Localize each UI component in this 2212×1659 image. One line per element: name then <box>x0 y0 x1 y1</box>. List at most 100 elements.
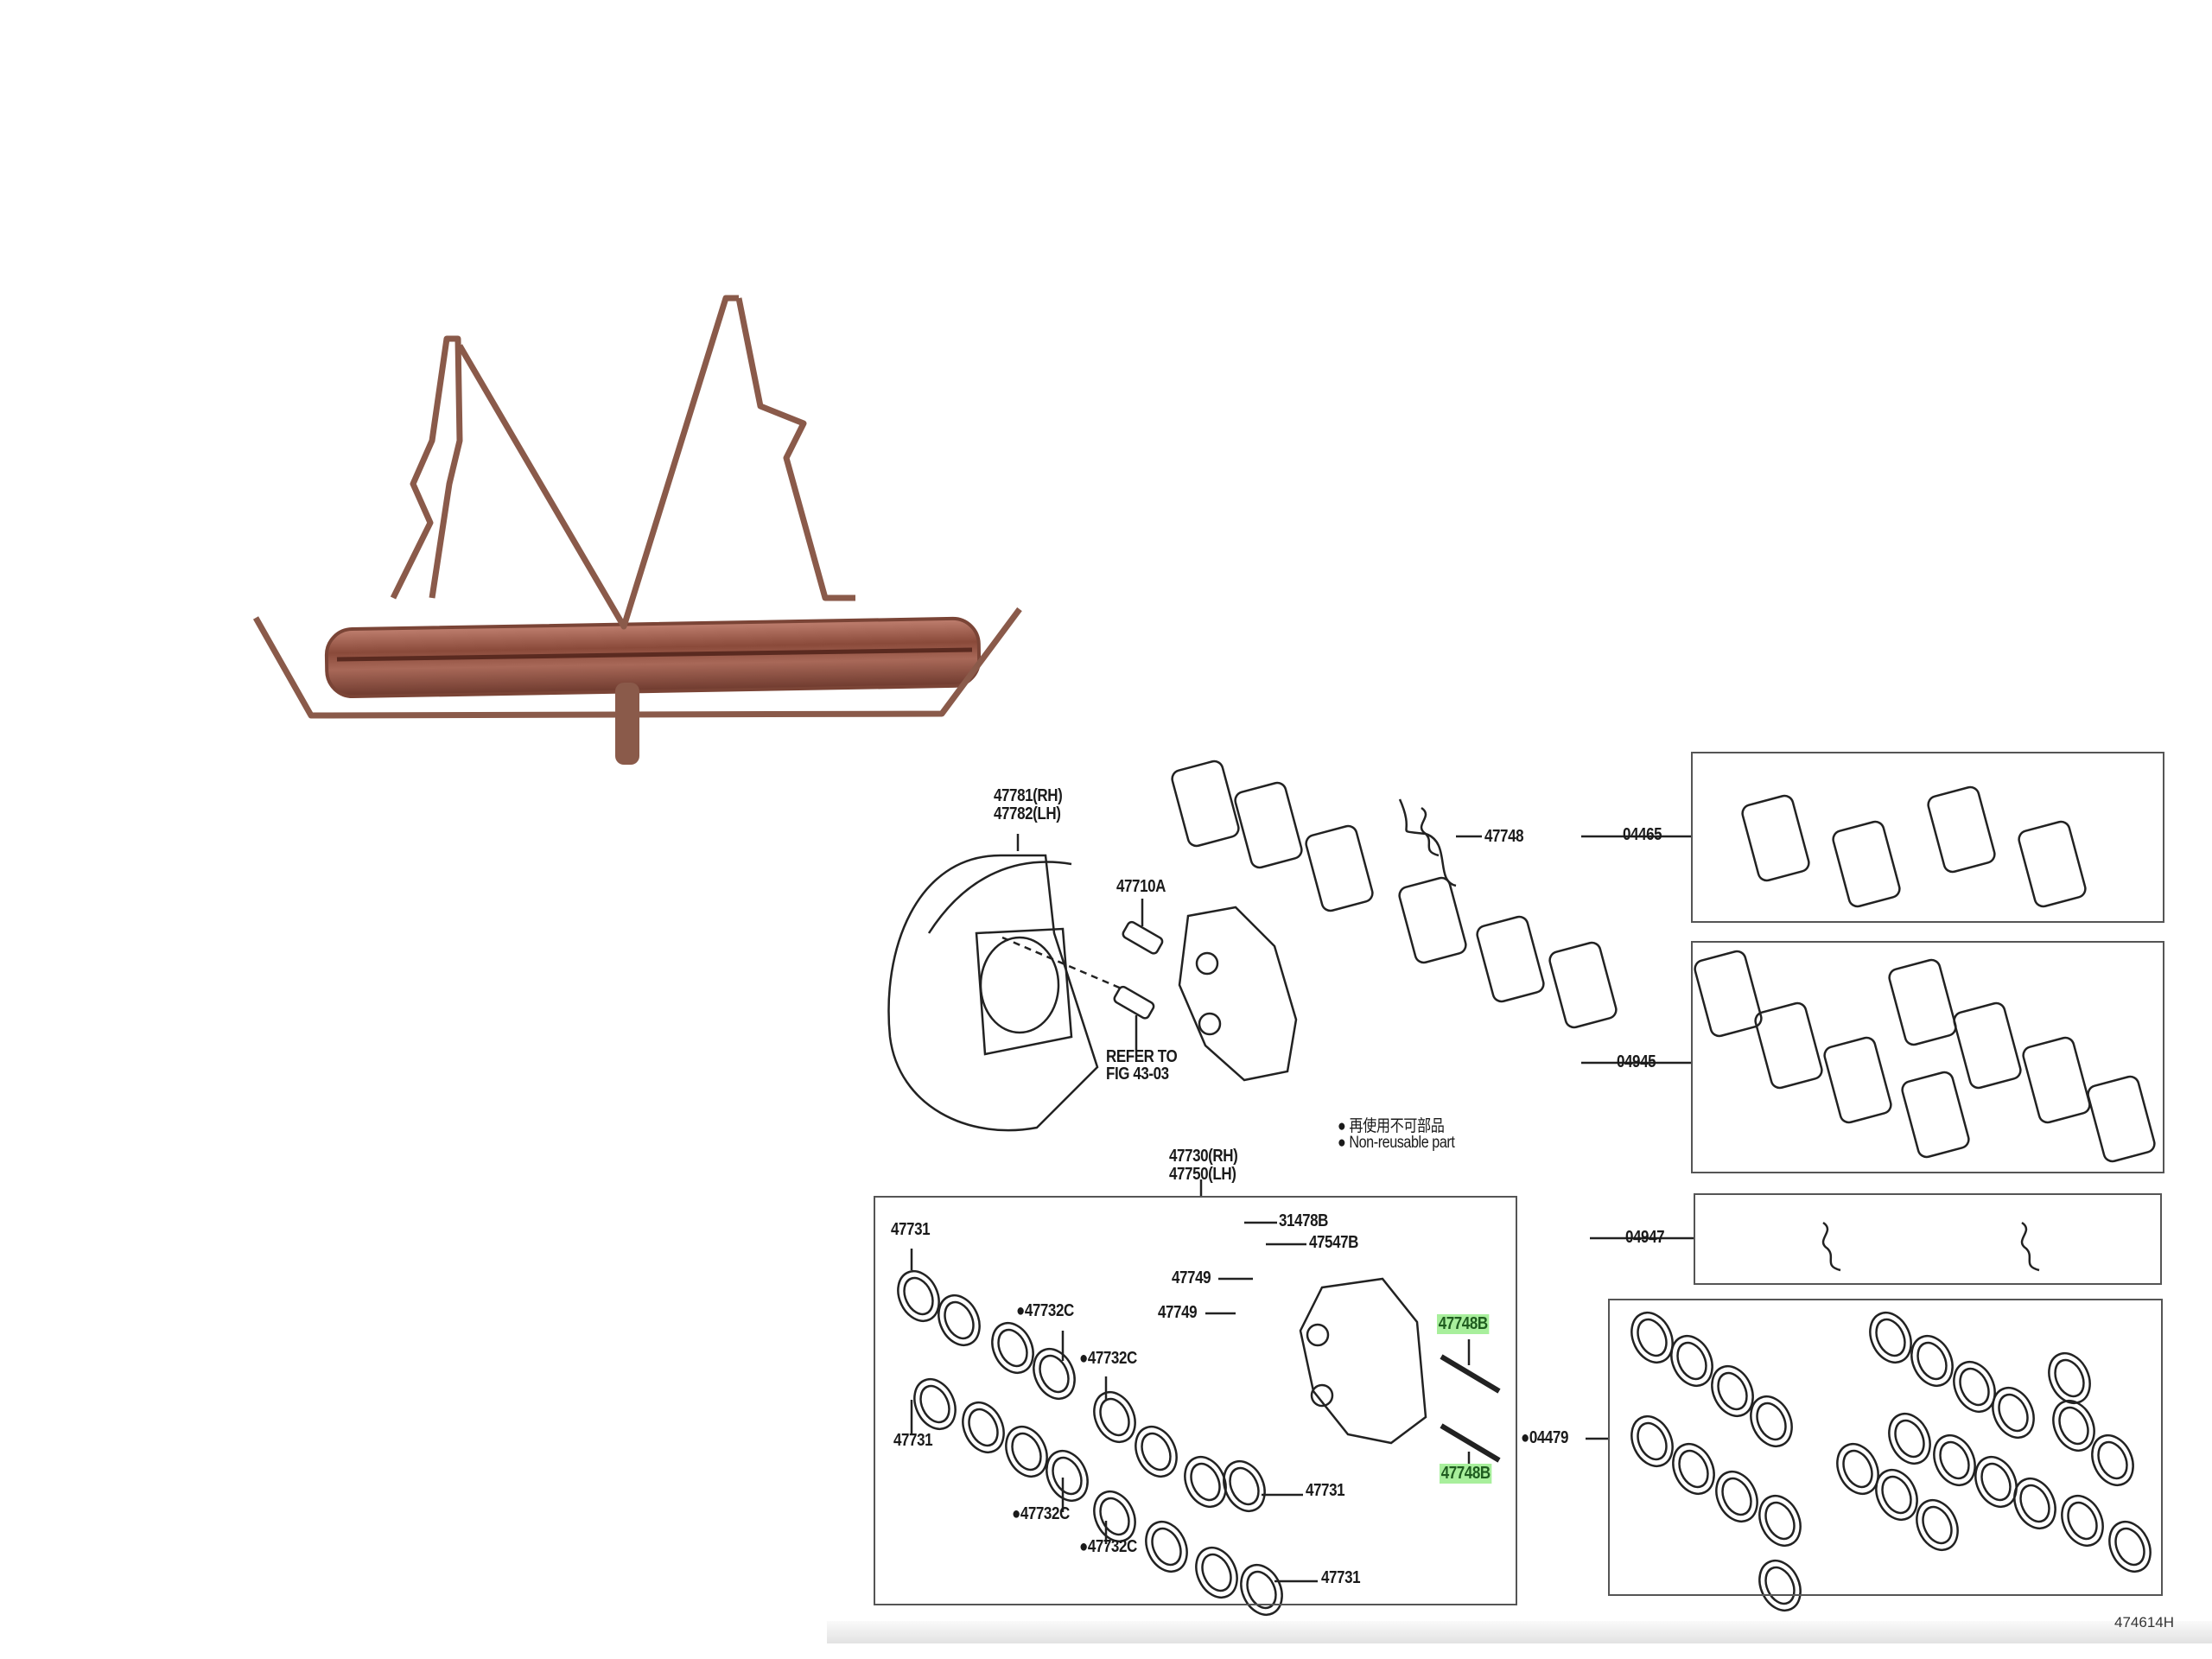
figure-code: 474614H <box>2114 1614 2175 1630</box>
label-refer: REFER TO <box>1106 1047 1178 1066</box>
label-piston[interactable]: 47731 <box>1306 1481 1345 1500</box>
brake-pad-icon <box>1823 1036 1892 1124</box>
brake-pad-icon <box>1305 824 1374 912</box>
seal-ring-icon <box>1676 1341 1707 1381</box>
seal-ring-icon <box>2091 1434 2134 1486</box>
seal-ring-icon <box>1093 1491 1136 1542</box>
anti-rattle-spring-icon <box>2020 1221 2040 1272</box>
seal-ring-icon <box>2019 1484 2050 1523</box>
seal-ring-icon <box>2097 1440 2128 1480</box>
seal-ring-icon <box>1637 1421 1668 1461</box>
seal-ring-icon <box>1888 1413 1931 1465</box>
label-pin-highlighted[interactable]: 47748B <box>1437 1314 1490 1334</box>
seal-ring-icon <box>1099 1397 1130 1437</box>
label-clip[interactable]: 47749 <box>1172 1268 1211 1287</box>
seal-ring-icon <box>1721 1477 1752 1516</box>
seal-ring-icon <box>1916 1341 1948 1381</box>
label-bleeder-plug[interactable]: 47547B <box>1309 1233 1359 1252</box>
label-clip[interactable]: 47749 <box>1158 1303 1198 1322</box>
seal-ring-icon <box>1145 1521 1188 1573</box>
label-bolt[interactable]: 47710A <box>1116 877 1166 896</box>
seal-ring-icon <box>2013 1478 2056 1529</box>
seal-ring-icon <box>1758 1495 1802 1547</box>
seal-ring-icon <box>2114 1527 2145 1567</box>
label-kit-04947[interactable]: 04947 <box>1625 1228 1665 1247</box>
seal-ring-icon <box>1933 1434 1976 1486</box>
brake-pad-icon <box>1398 876 1467 964</box>
label-caliper-rh[interactable]: 47730(RH) <box>1169 1147 1238 1166</box>
seal-ring-icon <box>962 1402 1005 1453</box>
label-kit-04945[interactable]: 04945 <box>1617 1052 1656 1071</box>
seal-ring-icon <box>1750 1395 1793 1447</box>
seal-ring-icon <box>1974 1456 2018 1508</box>
label-pin-highlighted[interactable]: 47748B <box>1440 1464 1492 1484</box>
seal-ring-icon <box>1756 1402 1787 1441</box>
seal-ring-icon <box>1039 1354 1070 1394</box>
seal-ring-icon <box>991 1322 1034 1374</box>
label-piston[interactable]: 47731 <box>893 1431 933 1450</box>
exploded-view-art <box>887 760 2156 1616</box>
kit-box-04479 <box>1608 1299 2163 1596</box>
seal-ring-icon <box>1717 1371 1748 1411</box>
seal-ring-icon <box>1939 1440 1970 1480</box>
seal-ring-icon <box>1190 1462 1221 1502</box>
seal-ring-icon <box>1894 1419 1925 1459</box>
seal-ring-icon <box>2067 1501 2098 1541</box>
seal-ring-icon <box>1875 1318 1906 1357</box>
anti-rattle-spring-icon <box>1821 1221 1841 1272</box>
seal-ring-icon <box>913 1378 957 1430</box>
label-caliper-lh[interactable]: 47750(LH) <box>1169 1165 1236 1184</box>
label-seal[interactable]: ●47732C <box>1079 1349 1137 1368</box>
label-shield-rh[interactable]: 47781(RH) <box>994 786 1063 805</box>
brake-pad-icon <box>2018 820 2087 908</box>
seal-ring-icon <box>1201 1553 1232 1592</box>
label-piston[interactable]: 47731 <box>1321 1568 1361 1587</box>
seal-ring-icon <box>1099 1497 1130 1536</box>
seal-ring-icon <box>1875 1469 1918 1521</box>
seal-ring-icon <box>1093 1391 1136 1443</box>
seal-ring-icon <box>1711 1365 1754 1417</box>
seal-ring-icon <box>1764 1501 1796 1541</box>
label-piston[interactable]: 47731 <box>891 1220 931 1239</box>
seal-ring-icon <box>2058 1406 2089 1446</box>
seal-ring-icon <box>1992 1387 2035 1439</box>
brake-pad-icon <box>1694 950 1763 1038</box>
seal-ring-icon <box>1052 1456 1083 1496</box>
label-kit-04465[interactable]: 04465 <box>1623 825 1662 844</box>
brake-pad-icon <box>1171 760 1240 848</box>
label-kit-04479[interactable]: ●04479 <box>1521 1428 1568 1447</box>
seal-ring-icon <box>2048 1352 2091 1404</box>
seal-ring-icon <box>1998 1393 2029 1433</box>
brake-pad-icon <box>1953 1001 2022 1090</box>
seal-ring-icon <box>1011 1432 1042 1471</box>
seal-ring-icon <box>1672 1443 1715 1495</box>
brake-pad-icon <box>1741 794 1810 882</box>
brake-pad-icon <box>1927 785 1996 874</box>
label-seal[interactable]: ●47732C <box>1012 1504 1070 1523</box>
seal-ring-icon <box>944 1300 975 1340</box>
seal-ring-icon <box>1758 1560 1802 1611</box>
label-spring-top[interactable]: 47748 <box>1484 827 1524 846</box>
seal-ring-icon <box>1246 1570 1277 1610</box>
seal-ring-icon <box>1916 1499 1959 1551</box>
seal-ring-icon <box>938 1294 981 1346</box>
seal-ring-icon <box>1046 1450 1089 1502</box>
label-refer-fig[interactable]: FIG 43-03 <box>1106 1065 1169 1084</box>
seal-ring-icon <box>2054 1358 2085 1398</box>
label-seal[interactable]: ●47732C <box>1016 1301 1074 1320</box>
anti-rattle-spring-icon <box>1420 806 1440 857</box>
seal-ring-icon <box>1005 1426 1048 1478</box>
brake-pad-icon <box>2087 1075 2156 1163</box>
brake-pad-icon <box>1832 820 1901 908</box>
brake-pad-icon <box>1888 958 1957 1046</box>
label-shield-lh[interactable]: 47782(LH) <box>994 804 1061 823</box>
label-bleeder-cap[interactable]: 31478B <box>1279 1211 1329 1230</box>
seal-ring-icon <box>2108 1521 2152 1573</box>
seal-ring-icon <box>1910 1335 1954 1387</box>
seal-ring-icon <box>1881 1475 1912 1515</box>
brake-pad-icon <box>1476 915 1545 1003</box>
label-seal[interactable]: ●47732C <box>1079 1537 1137 1556</box>
brake-pad-icon <box>1548 941 1618 1029</box>
